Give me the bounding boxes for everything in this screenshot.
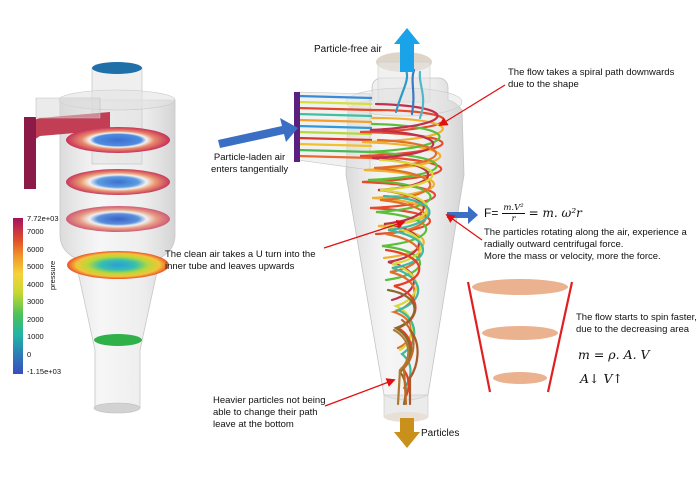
particles-arrow [394,418,420,448]
label-spiral-path: The flow takes a spiral path downwards d… [508,67,675,90]
label-particle-laden-air: Particle-laden air enters tangentially [211,152,289,175]
colorbar-tick-label: 6000 [27,245,44,254]
particle-free-air-arrow [394,28,420,72]
force-arrow [447,206,478,224]
colorbar-tick-label: 4000 [27,280,44,289]
cone-schematic [466,279,574,393]
colorbar-title: pressure [48,260,57,290]
label-particle-free-air: Particle-free air [314,44,382,55]
pressure-slice-5 [94,334,142,346]
force-equation-lhs: F= [484,206,499,220]
outlet-top-slice [92,62,142,74]
streamline-cyclone [218,28,478,448]
centrifugal-arrow [445,213,483,241]
force-numerator: m.V² [502,202,525,214]
cone-left-wall [466,281,492,393]
spiral-path-arrow [438,84,506,126]
label-particles: Particles [421,428,460,439]
clean-air-arrow [323,219,406,249]
pressure-slice-4 [67,251,169,279]
colorbar-tick-label: 1000 [27,332,44,341]
inlet-duct [34,112,110,140]
cone-right-wall [546,281,574,393]
inlet-face [24,117,36,189]
pressure-slice-2 [66,169,170,195]
heavier-particles-arrow [324,378,396,407]
label-centrifugal-force: The particles rotating along the air, ex… [484,227,687,262]
spiral-streamlines [359,68,445,406]
cone-disc-middle [482,326,558,340]
dust-outlet-bottom [93,402,141,414]
label-spin-faster: The flow starts to spin faster, due to t… [576,312,697,335]
colorbar-tick-label: 2000 [27,315,44,324]
pressure-colorbar [13,218,23,374]
streamline-bottom-cap [384,412,428,422]
area-velocity-relation: A↓ V↑ [580,371,623,386]
inlet-duct-glass [35,97,101,119]
pressure-slice-3 [66,206,170,232]
label-heavier-particles: Heavier particles not being able to chan… [213,395,326,430]
mass-flow-equation: m = ρ. A. V [578,347,650,362]
colorbar-tick-label: 7000 [27,227,44,236]
annotation-arrows [323,84,506,407]
colorbar-tick-label: 7.72e+03 [27,214,59,223]
colorbar-tick-label: 5000 [27,262,44,271]
force-equation: F= m.V² r = m. ω²r [484,200,582,226]
inlet-blue-arrow [218,118,298,148]
force-fraction: m.V² r [502,202,525,224]
colorbar-tick-label: 0 [27,350,32,359]
pressure-slice-1 [66,127,170,153]
label-clean-air: The clean air takes a U turn into the in… [165,249,316,272]
cone-disc-bottom [493,372,547,384]
force-denominator: r [511,213,516,224]
pressure-cyclone-model [24,62,176,414]
force-equation-rhs: = m. ω²r [528,206,582,220]
colorbar-tick-label: 3000 [27,297,44,306]
colorbar-tick-label: -1.15e+03 [27,367,61,376]
colorbar-gradient [13,218,23,374]
cone-disc-top [472,279,568,295]
